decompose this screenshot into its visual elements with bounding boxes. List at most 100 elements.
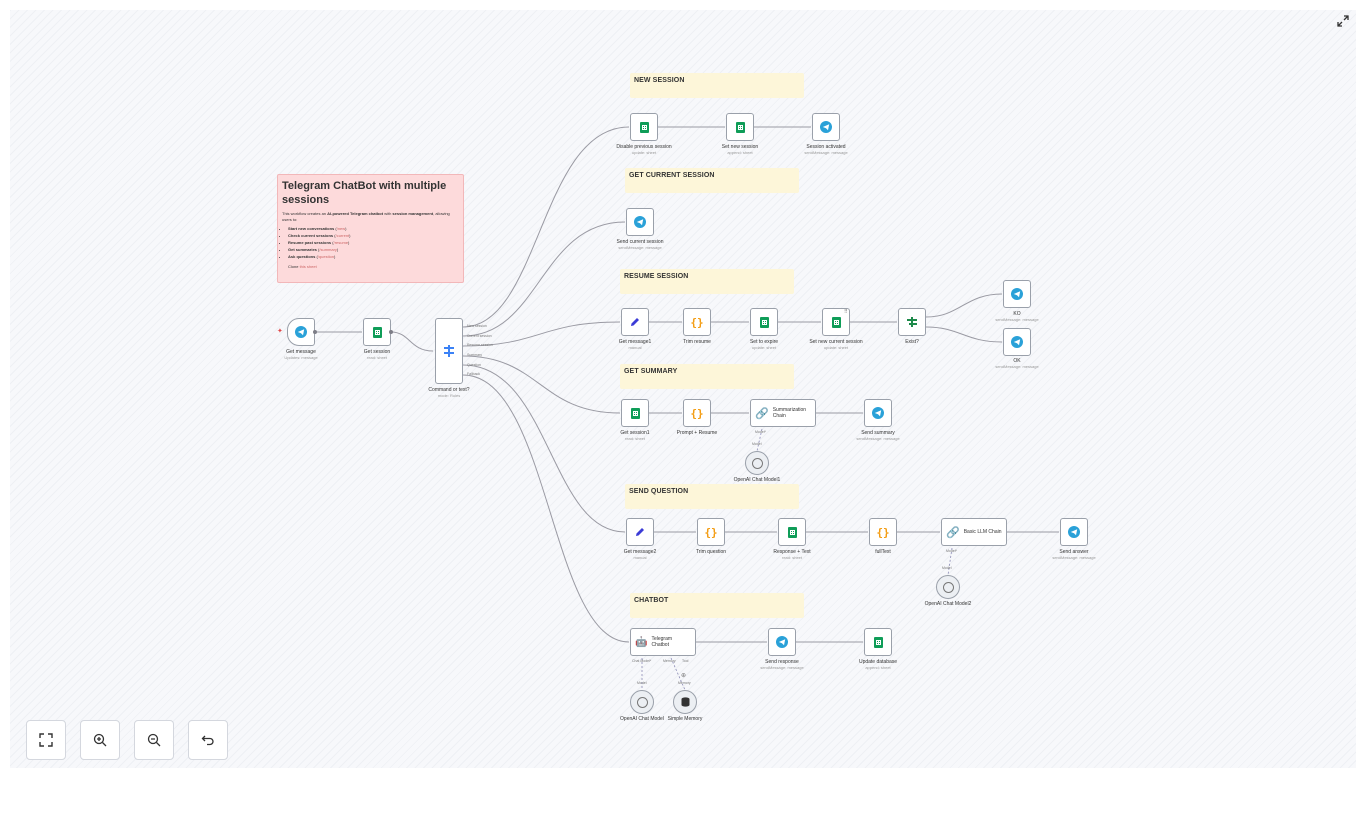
openai-icon [751,457,763,469]
add-tool-icon[interactable]: ⊕ [681,673,687,679]
reset-zoom-button[interactable] [188,720,228,760]
node-summarization-chain[interactable]: 🔗Summarization Chain [750,399,816,427]
node-ok[interactable] [1003,328,1031,356]
node-subtitle: update: sheet [751,345,777,350]
robot-icon: 🤖 [635,636,648,648]
node-set-new-current-session[interactable]: ⠿ [822,308,850,336]
node-label: Get session1 [620,430,650,436]
node-get-message1[interactable] [621,308,649,336]
sticky-chatbot[interactable]: CHATBOT [630,593,804,618]
node-set-new-session[interactable] [726,113,754,141]
node-label: fullText [875,549,891,555]
openai-icon [942,581,954,593]
node-label: Command or text? [428,387,470,393]
sheets-icon [873,636,883,648]
node-label: Send response [765,659,799,665]
fit-view-button[interactable] [26,720,66,760]
node-subtitle: manual [628,345,642,350]
node-prompt-resume[interactable]: {} [683,399,711,427]
node-fulltext[interactable]: {} [869,518,897,546]
node-subtitle: update: sheet [823,345,849,350]
telegram-icon [1011,288,1023,300]
node-openai-chat-model2[interactable] [936,575,960,599]
node-subtitle: append: sheet [727,150,753,155]
node-label: OpenAI Chat Model [620,716,664,722]
clone-sheet-text: Clone this sheet [288,264,317,269]
node-subtitle: sendMessage: message [760,665,804,670]
feature-item: Get summaries (/summary) [288,246,463,253]
node-get-session[interactable] [363,318,391,346]
node-telegram-chatbot[interactable]: 🤖Telegram Chatbot [630,628,696,656]
node-openai-chat-model[interactable] [630,690,654,714]
node-ko[interactable] [1003,280,1031,308]
node-send-current-session[interactable] [626,208,654,236]
node-subtitle: update: sheet [631,150,657,155]
node-update-database[interactable] [864,628,892,656]
node-basic-llm-chain[interactable]: 🔗Basic LLM Chain [941,518,1007,546]
node-label: Summarization Chain [772,407,807,419]
node-send-response[interactable] [768,628,796,656]
sheets-icon [787,526,797,538]
clone-sheet-link[interactable]: this sheet [299,264,317,269]
code-icon: {} [704,525,718,539]
database-icon [681,697,689,707]
node-get-session1[interactable] [621,399,649,427]
node-subtitle: manual [633,555,647,560]
node-simple-memory[interactable] [673,690,697,714]
sticky-get-current-session[interactable]: GET CURRENT SESSION [625,168,799,193]
node-get-message[interactable] [287,318,315,346]
node-subtitle: sendMessage: message [1052,555,1096,560]
sheets-icon [735,121,745,133]
fullscreen-button[interactable] [1336,14,1350,28]
node-openai-chat-model1[interactable] [745,451,769,475]
node-label: Get message1 [618,339,652,345]
sticky-resume-session[interactable]: RESUME SESSION [620,269,794,294]
node-label: Response + Text [773,549,811,555]
sticky-send-question[interactable]: SEND QUESTION [625,484,799,509]
telegram-icon [1068,526,1080,538]
node-trim-resume[interactable]: {} [683,308,711,336]
node-subtitle: sendMessage: message [804,150,848,155]
telegram-icon [820,121,832,133]
feature-item: Ask questions (/question) [288,253,463,260]
reset-icon [201,735,214,746]
node-disable-previous-session[interactable] [630,113,658,141]
node-label: OpenAI Chat Model2 [924,601,972,607]
zoom-in-icon [93,733,107,747]
chain-link-icon: 🔗 [755,407,769,420]
sheets-icon [831,316,841,328]
node-label: Disable previous session [616,144,672,150]
node-exist-if[interactable] [898,308,926,336]
switch-output-label: Current session [467,334,492,338]
node-subtitle: read: sheet [781,555,802,560]
node-send-summary[interactable] [864,399,892,427]
node-label: Get session [363,349,391,355]
node-get-message2[interactable] [626,518,654,546]
node-response-text[interactable] [778,518,806,546]
sticky-new-session[interactable]: NEW SESSION [630,73,804,98]
edge-label: Memory [678,681,691,685]
node-session-activated[interactable] [812,113,840,141]
zoom-in-button[interactable] [80,720,120,760]
node-send-answer[interactable] [1060,518,1088,546]
telegram-icon [295,326,307,338]
zoom-out-icon [147,733,161,747]
edge-label: Model [752,442,762,446]
zoom-out-button[interactable] [134,720,174,760]
node-set-to-expire[interactable] [750,308,778,336]
telegram-icon [634,216,646,228]
workflow-canvas[interactable]: Telegram ChatBot with multiple sessions … [10,10,1356,768]
switch-output-label: Fallback [467,372,481,376]
drag-handle-icon[interactable]: ⠿ [844,309,848,315]
pencil-icon [631,318,639,326]
node-command-or-text-switch[interactable] [435,318,463,384]
node-trim-question[interactable]: {} [697,518,725,546]
switch-output-label: Resume session [467,343,493,347]
sheets-icon [372,326,382,338]
output-handle [389,330,393,334]
agent-port-label: Chat Model* [632,659,652,663]
model-port-label: Model* [946,549,957,553]
sticky-get-summary[interactable]: GET SUMMARY [620,364,794,389]
intro-sticky-note[interactable]: Telegram ChatBot with multiple sessions … [277,174,464,283]
node-label: OpenAI Chat Model1 [733,477,781,483]
